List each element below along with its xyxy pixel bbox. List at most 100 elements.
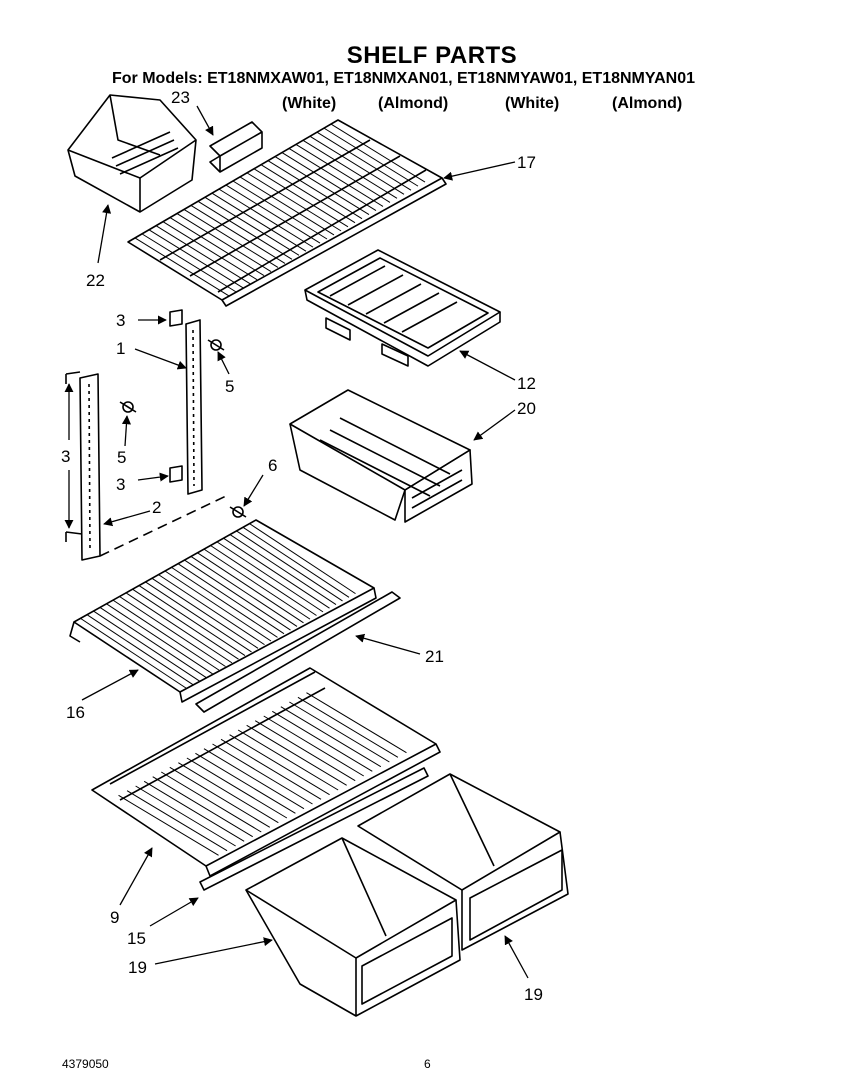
wire-line (236, 530, 343, 602)
shelf-clip-part (209, 121, 263, 173)
utility-bin-part (67, 94, 197, 213)
wire-line (302, 139, 398, 199)
wire-line (203, 548, 311, 620)
wire-line (223, 537, 330, 609)
page-title: SHELF PARTS (346, 42, 518, 69)
color-label-white-2: (White) (505, 95, 560, 112)
wire-line (204, 196, 300, 256)
ladder-alignment-line (99, 495, 227, 557)
wire-line (267, 160, 363, 220)
wire-line (190, 556, 298, 627)
wire-line (203, 748, 305, 810)
wire-line (316, 131, 412, 191)
callout-2: 2 (152, 498, 161, 517)
wire-line (126, 790, 228, 852)
wire-line (237, 729, 339, 791)
wire-line (143, 780, 245, 842)
wire-line (254, 720, 356, 782)
wire-line (138, 585, 246, 656)
wire-line (80, 617, 187, 689)
callout-15: 15 (127, 929, 146, 948)
callout-19-right: 19 (524, 985, 543, 1004)
wire-line (274, 156, 370, 216)
wire-line (145, 581, 252, 653)
wire-line (289, 701, 390, 763)
wire-line (229, 734, 330, 796)
models-line: For Models: ET18NMXAW01, ET18NMXAN01, ET… (112, 70, 695, 87)
wire-line (330, 123, 426, 183)
wire-line (125, 592, 233, 664)
wire-line (225, 184, 321, 244)
shelf-ladder-right-part (185, 319, 203, 495)
wire-line (134, 237, 230, 297)
wire-line (151, 577, 259, 649)
wire-line (242, 526, 350, 598)
wire-line (184, 559, 291, 631)
wire-line (323, 127, 419, 187)
wire-line (281, 152, 377, 211)
wire-line (190, 204, 286, 264)
wire-line (216, 541, 324, 613)
wire-line (210, 545, 317, 616)
wire-line (162, 221, 258, 281)
callout-5-right: 5 (225, 377, 234, 396)
wire-line (160, 771, 262, 833)
wire-line (99, 607, 207, 678)
wire-line (171, 566, 278, 638)
callout-5-left: 5 (117, 448, 126, 467)
wire-line (239, 176, 335, 236)
wire-line (212, 743, 313, 805)
crisper-drawer-right-part (357, 773, 569, 951)
wire-line (176, 213, 272, 272)
wire-line (86, 614, 194, 686)
ladder-caps (169, 309, 183, 483)
wire-line (132, 588, 239, 660)
wire-line (119, 596, 226, 667)
wire-line (295, 143, 391, 203)
wire-line (246, 172, 342, 232)
shelf-trim-part (195, 591, 401, 713)
callout-22: 22 (86, 271, 105, 290)
wire-line (246, 724, 347, 786)
wire-line (197, 200, 293, 260)
wire-line (106, 603, 213, 675)
wire-line (309, 135, 405, 195)
meat-keeper-cover-part (304, 249, 501, 367)
wire-line (253, 168, 349, 228)
wire-line (112, 599, 220, 671)
wire-shelf-upper-part (127, 119, 447, 307)
callout-17: 17 (517, 153, 536, 172)
shelf-ladder-left-part (65, 371, 101, 561)
wire-line (93, 610, 200, 682)
callout-labels: 23 17 22 3 1 5 12 20 3 5 3 6 2 21 16 9 1… (61, 88, 543, 1004)
wire-line (169, 217, 265, 277)
callout-20: 20 (517, 399, 536, 418)
wire-line (218, 188, 314, 248)
wire-line (249, 523, 356, 595)
wire-line (220, 738, 322, 800)
wire-line (177, 563, 285, 635)
callout-6: 6 (268, 456, 277, 475)
callout-3-left: 3 (61, 447, 70, 466)
callout-12: 12 (517, 374, 536, 393)
callout-19-left: 19 (128, 958, 147, 977)
wire-line (211, 192, 307, 252)
wire-line (260, 164, 356, 224)
wire-line (186, 757, 288, 819)
wire-line (155, 225, 251, 285)
page-number: 6 (424, 1057, 431, 1071)
callout-1: 1 (116, 339, 125, 358)
callout-21: 21 (425, 647, 444, 666)
wire-line (141, 233, 237, 293)
callout-3-top: 3 (116, 311, 125, 330)
screws (119, 339, 247, 518)
wire-line (288, 148, 384, 207)
wire-line (164, 570, 272, 642)
wire-line (118, 794, 219, 856)
wire-line (263, 715, 365, 777)
meat-keeper-drawer-part (289, 389, 473, 523)
wire-line (183, 209, 279, 268)
document-number: 4379050 (62, 1057, 109, 1071)
crisper-cover-part (91, 667, 441, 877)
